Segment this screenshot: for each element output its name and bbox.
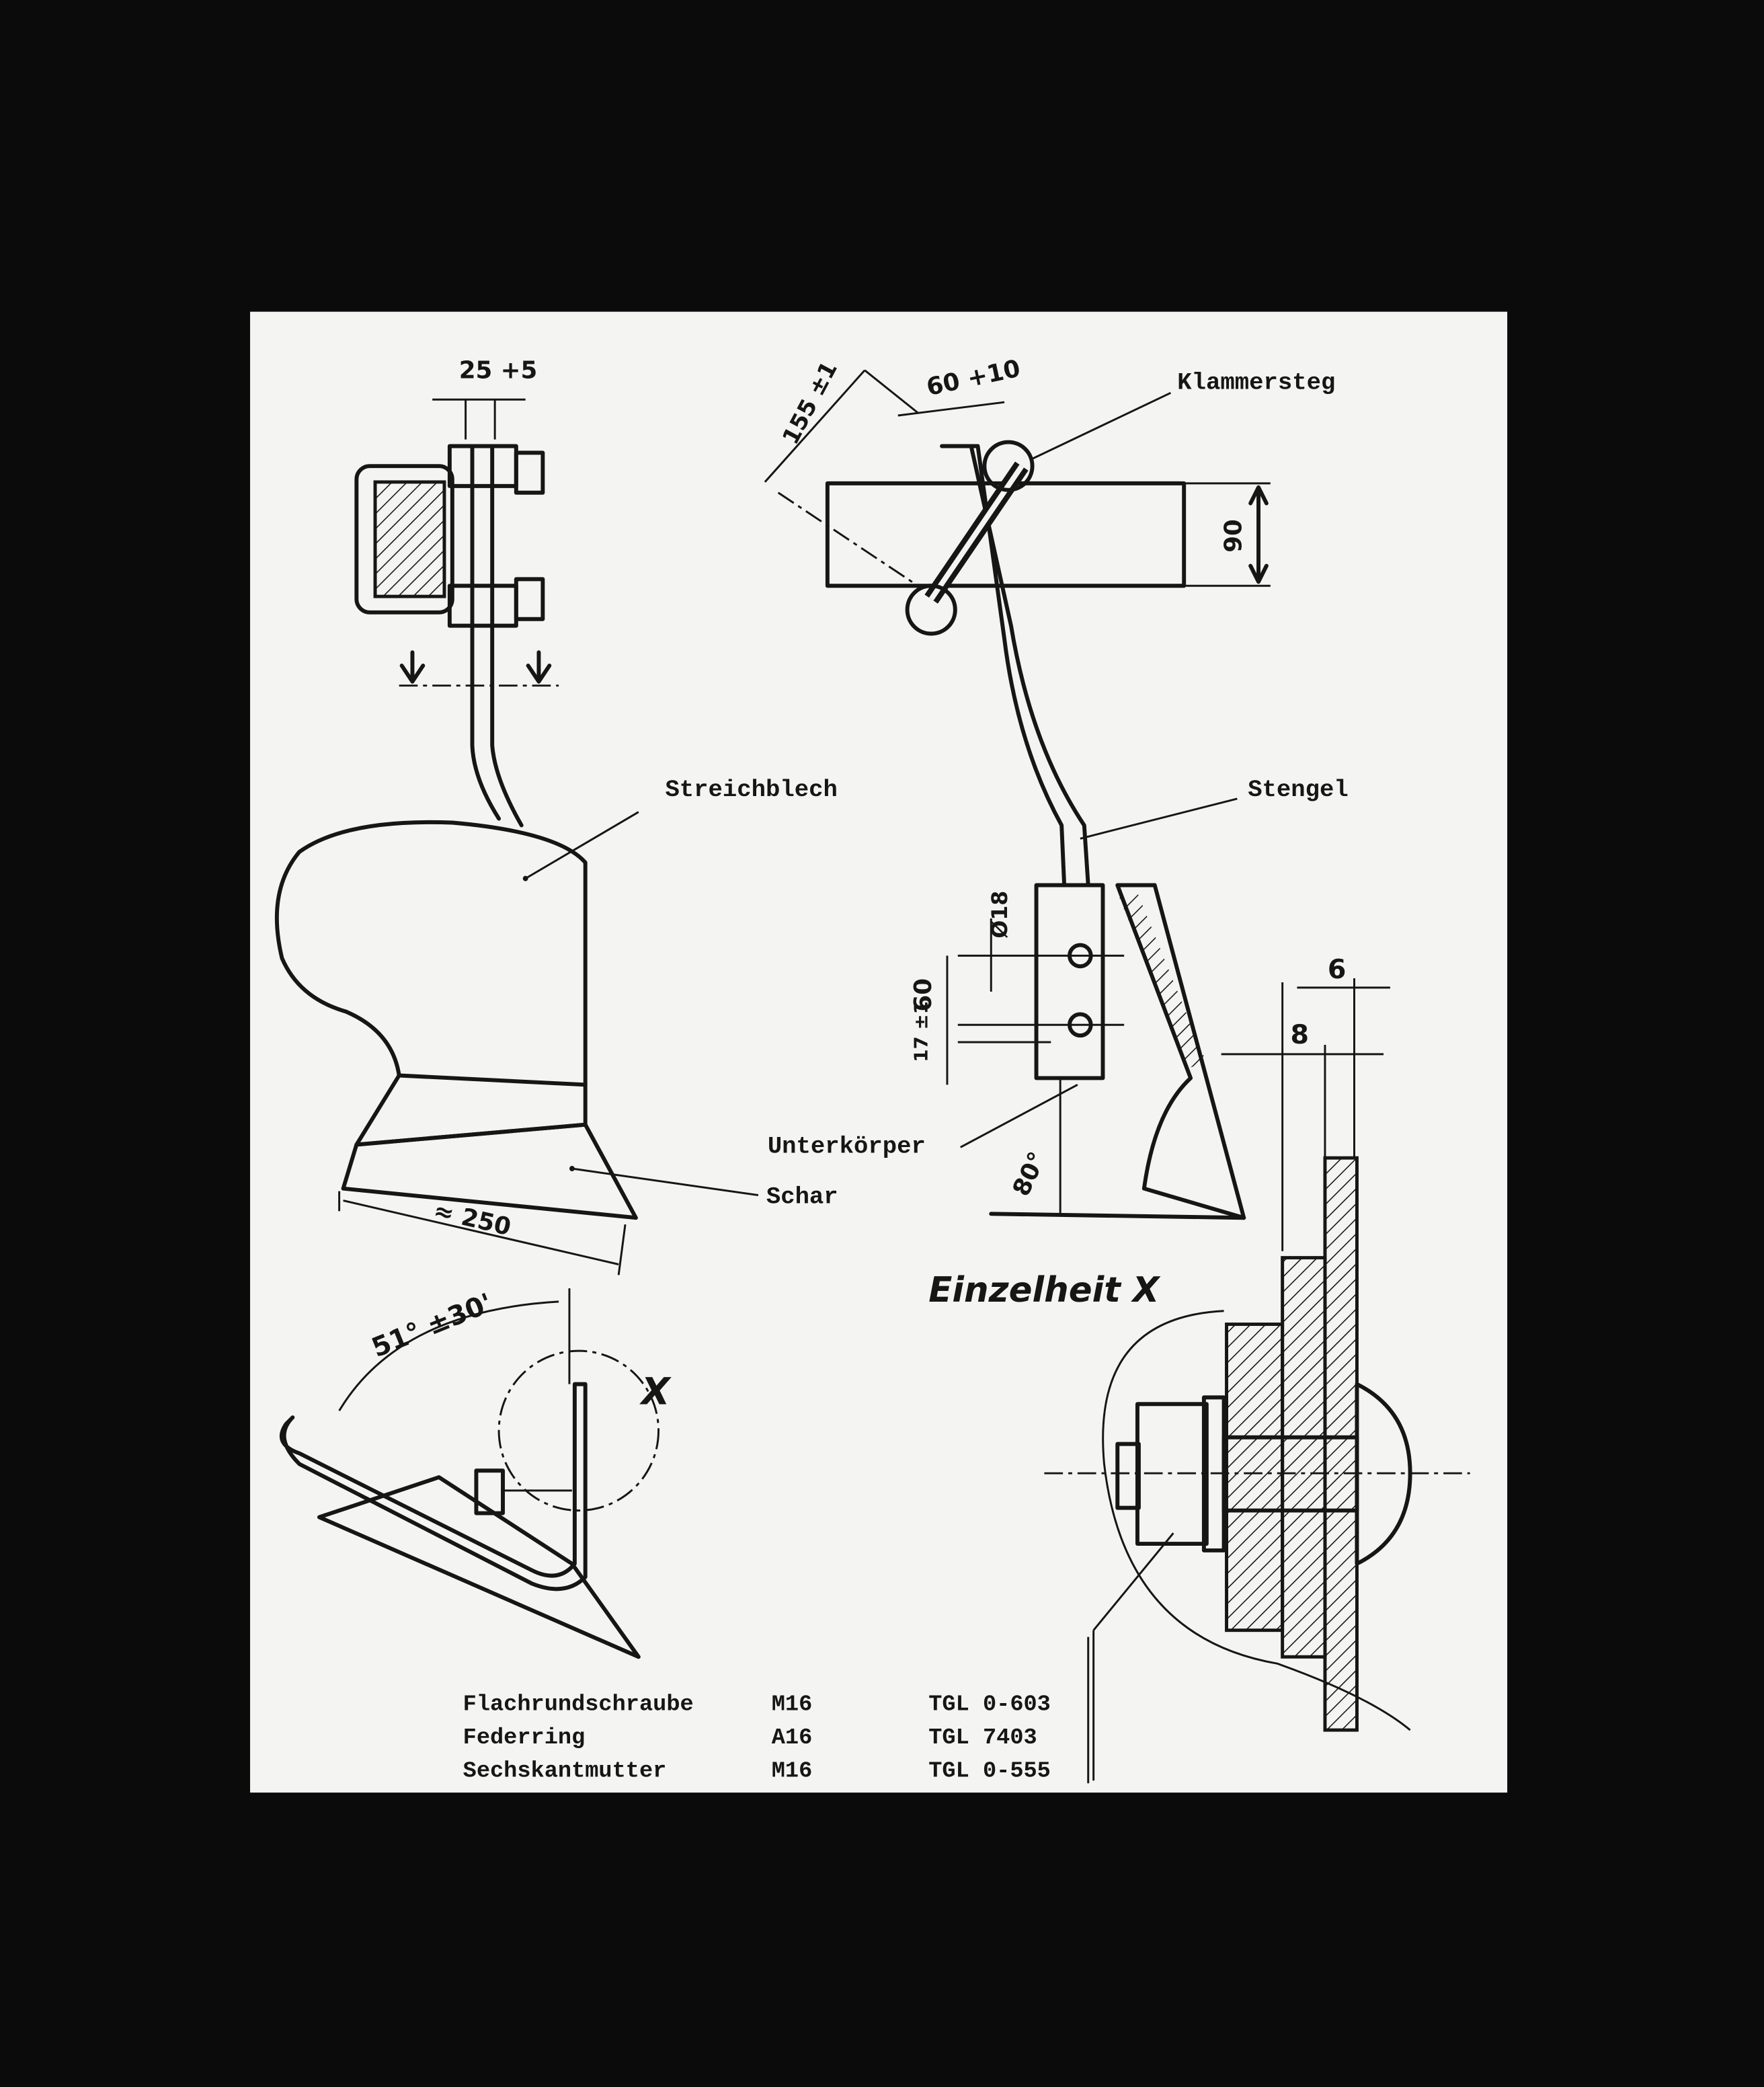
parts-row: Flachrundschraube M16 TGL 0-603 [463,1692,1051,1717]
detail-marker-x: X [639,1370,672,1413]
part-standard: TGL 0-555 [928,1758,1051,1784]
body-plate [1034,883,1105,1080]
label-stengel: Stengel [1248,776,1349,803]
side-view [279,1288,660,1659]
dim-hole-diameter: Ø18 [988,891,1012,939]
stengel-bar [940,444,1090,888]
part-size: M16 [772,1692,813,1717]
part-standard: TGL 7403 [928,1725,1037,1751]
dim-hole-offset: 17 ±1 [910,1001,932,1062]
beam-section [373,480,446,598]
label-unterkoerper: Unterkörper [768,1132,926,1160]
right-stem-view [764,369,1271,1220]
detail-x-view [1044,978,1470,1784]
dim-detail-6: 6 [1328,954,1347,985]
mouldboard [274,820,588,1147]
part-name: Federring [463,1725,586,1751]
part-size: M16 [772,1758,813,1784]
title-einzelheit-x: Einzelheit X [928,1270,1160,1310]
parts-row: Federring A16 TGL 7403 [463,1725,1037,1751]
label-schar: Schar [766,1183,838,1210]
parts-row: Sechskantmutter M16 TGL 0-555 [463,1758,1051,1784]
parts-list: Flachrundschraube M16 TGL 0-603 Federrin… [463,1692,1051,1784]
label-streichblech: Streichblech [665,776,837,803]
share [341,1122,638,1220]
part-standard: TGL 0-603 [928,1692,1051,1717]
dim-beam-height: 90 [1219,519,1247,553]
left-plough-view [274,398,759,1275]
clamp-bracket [354,464,454,615]
part-name: Flachrundschraube [463,1692,694,1717]
part-name: Sechskantmutter [463,1758,667,1784]
dim-top-left: 25 +5 [459,357,538,385]
part-size: A16 [772,1725,813,1751]
dim-detail-8: 8 [1291,1019,1310,1050]
stem [470,444,502,821]
label-klammersteg: Klammersteg [1177,368,1335,396]
dim-hole-spacing: 60 [910,978,937,1012]
